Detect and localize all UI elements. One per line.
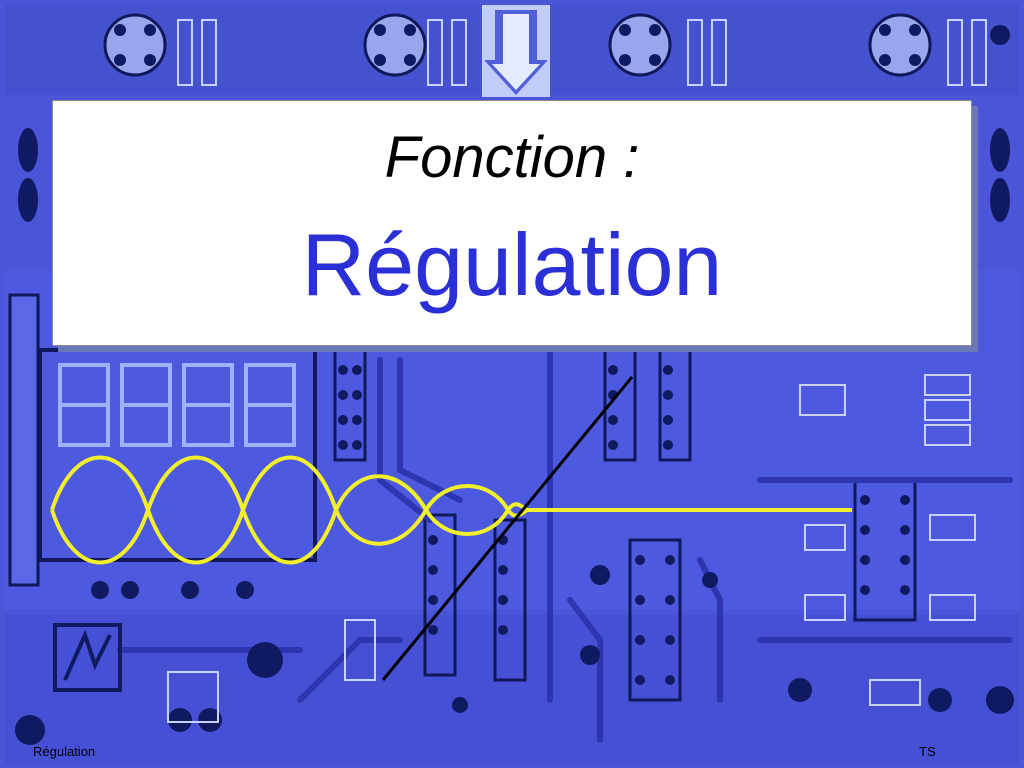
left-side-pads [18, 25, 1010, 222]
resistors-right [799, 374, 976, 706]
title-card: Fonction : Régulation [52, 100, 972, 346]
pads-top [114, 24, 921, 66]
display-frame [38, 348, 317, 562]
diagonal-black-line [381, 376, 634, 681]
yellow-oscillation-waves [50, 455, 852, 565]
side-label-box [8, 293, 40, 587]
seven-segment-display [58, 363, 296, 447]
board-logo [53, 623, 122, 692]
footer-left-label: Régulation [33, 744, 96, 759]
ic-sockets [333, 348, 917, 702]
title-regulation: Régulation [301, 215, 723, 314]
ic-pads [338, 365, 910, 685]
title-fonction: Fonction : [384, 125, 640, 190]
resistors-top [177, 19, 987, 86]
footer-right-label: TS [919, 744, 936, 759]
regulator-outline [167, 671, 219, 723]
pcb-traces [117, 347, 1013, 743]
arrow-down-icon [482, 5, 550, 97]
transistor-outline [344, 619, 376, 681]
round-pads [15, 565, 1014, 745]
